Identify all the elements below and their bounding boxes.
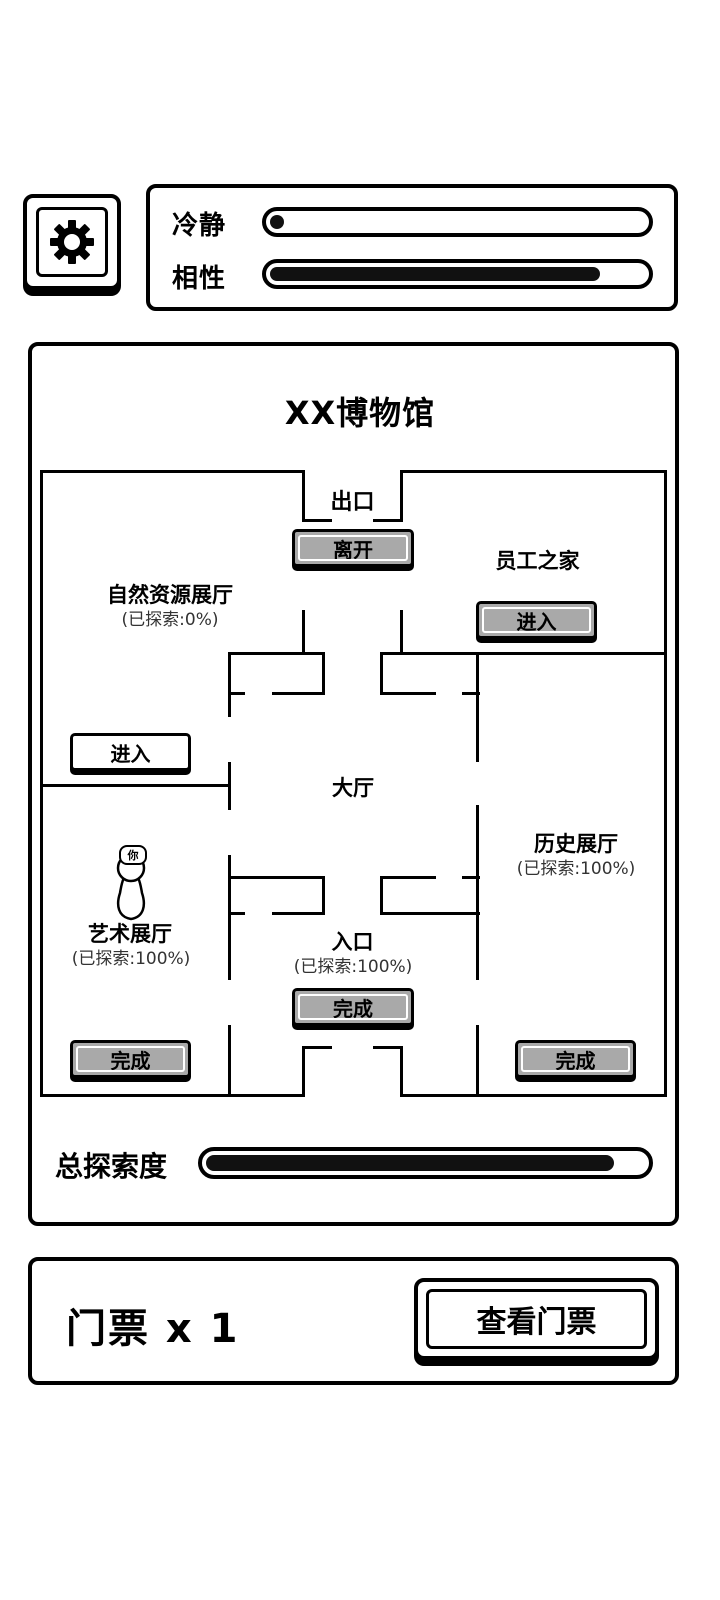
art-hall-label: 艺术展厅 (88, 922, 172, 946)
affinity-bar-fill (270, 267, 600, 281)
affinity-label: 相性 (172, 264, 227, 294)
history-hall-progress: (已探索:100%) (516, 859, 636, 879)
entrance-done-button[interactable]: 完成 (292, 988, 414, 1026)
entrance-progress: (已探索:100%) (293, 957, 413, 977)
affinity-bar (262, 259, 653, 289)
entrance-label: 入口 (331, 930, 374, 954)
view-ticket-button-label: 查看门票 (426, 1289, 647, 1349)
art-hall-done-button[interactable]: 完成 (70, 1040, 191, 1078)
calm-bar-fill (270, 215, 284, 229)
player-name-tag: 你 (119, 845, 147, 865)
lobby-label: 大厅 (332, 776, 374, 800)
stats-panel (146, 184, 678, 311)
view-ticket-button[interactable]: 查看门票 (414, 1278, 659, 1360)
staff-home-enter-button[interactable]: 进入 (476, 601, 597, 639)
nature-hall-enter-label: 进入 (110, 741, 151, 766)
total-exploration-bar (198, 1147, 653, 1179)
history-hall-done-label: 完成 (555, 1048, 596, 1073)
total-exploration-label: 总探索度 (55, 1150, 168, 1183)
player-marker: 你 (106, 843, 156, 923)
leave-button-label: 离开 (333, 537, 373, 562)
history-hall-label: 历史展厅 (534, 832, 618, 856)
art-hall-progress: (已探索:100%) (71, 949, 191, 969)
settings-button-frame (36, 207, 108, 277)
nature-hall-label: 自然资源展厅 (107, 583, 233, 607)
exit-label: 出口 (330, 490, 375, 515)
total-exploration-bar-fill (206, 1155, 614, 1171)
calm-bar (262, 207, 653, 237)
history-hall-done-button[interactable]: 完成 (515, 1040, 636, 1078)
nature-hall-enter-button[interactable]: 进入 (70, 733, 191, 771)
nature-hall-progress: (已探索:0%) (121, 610, 219, 630)
museum-panel (28, 342, 679, 1226)
museum-title: XX博物馆 (284, 394, 436, 432)
ticket-count: 门票 x 1 (66, 1306, 240, 1352)
art-hall-done-label: 完成 (110, 1048, 151, 1073)
staff-home-label: 员工之家 (495, 549, 580, 573)
leave-button[interactable]: 离开 (292, 529, 414, 567)
staff-home-enter-label: 进入 (516, 609, 557, 634)
entrance-done-label: 完成 (333, 996, 373, 1021)
calm-label: 冷静 (172, 211, 227, 241)
gear-icon (50, 220, 94, 264)
settings-button[interactable] (23, 194, 121, 290)
